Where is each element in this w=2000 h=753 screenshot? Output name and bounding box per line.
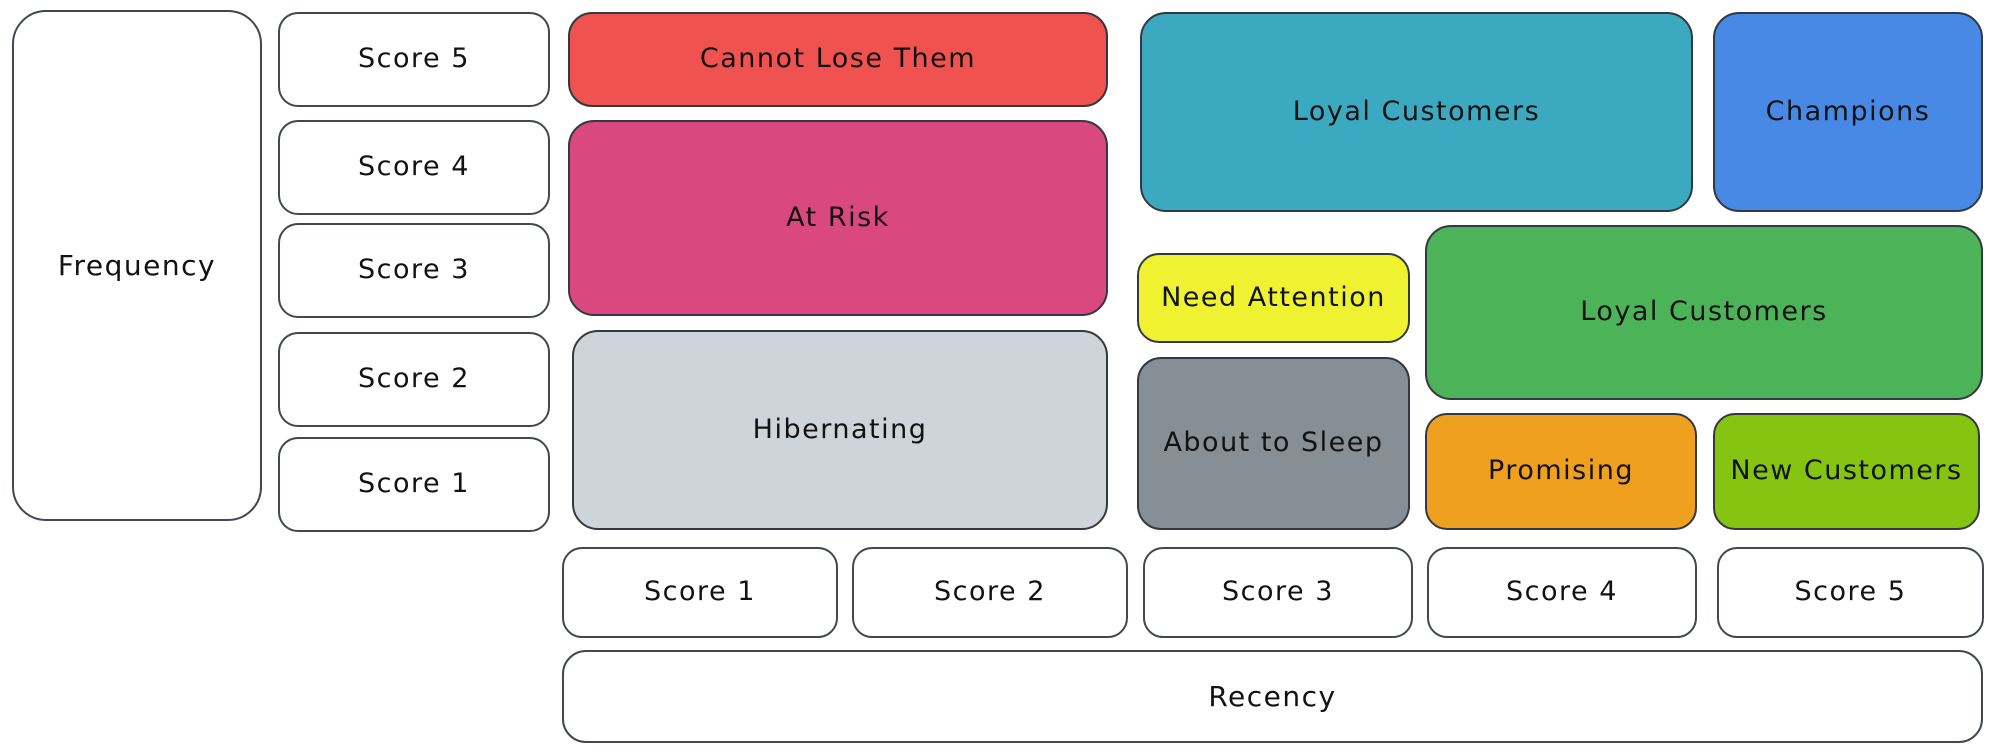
segment-hibernating-label: Hibernating [752,413,928,445]
frequency-axis-label-box: Frequency [12,10,262,521]
frequency-score-3-label: Score 3 [358,254,470,286]
frequency-score-4-box: Score 4 [278,120,550,215]
recency-score-4-box: Score 4 [1427,547,1697,638]
recency-score-4-label: Score 4 [1506,576,1618,608]
segment-hibernating: Hibernating [572,330,1108,530]
recency-score-2-box: Score 2 [852,547,1128,638]
segment-at-risk: At Risk [568,120,1108,316]
frequency-axis-label: Frequency [57,248,217,282]
segment-about-to-sleep-label: About to Sleep [1163,427,1384,459]
recency-axis-label-box: Recency [562,650,1983,743]
segment-loyal-customers-lower-label: Loyal Customers [1580,296,1828,328]
recency-score-2-label: Score 2 [934,576,1046,608]
segment-promising: Promising [1425,413,1697,530]
recency-score-3-label: Score 3 [1222,576,1334,608]
segment-new-customers-label: New Customers [1730,455,1963,487]
segment-at-risk-label: At Risk [786,201,890,233]
frequency-score-4-label: Score 4 [358,151,470,183]
segment-loyal-customers-upper: Loyal Customers [1140,12,1693,212]
frequency-score-1-label: Score 1 [358,468,470,500]
segment-need-attention: Need Attention [1137,253,1410,343]
segment-cannot-lose-them: Cannot Lose Them [568,12,1108,107]
segment-promising-label: Promising [1488,455,1634,487]
frequency-score-3-box: Score 3 [278,223,550,318]
segment-loyal-customers-lower: Loyal Customers [1425,225,1983,400]
recency-score-5-label: Score 5 [1794,576,1907,608]
segment-loyal-customers-upper-label: Loyal Customers [1292,95,1541,127]
frequency-score-1-box: Score 1 [278,437,550,532]
frequency-score-2-box: Score 2 [278,332,550,427]
segment-champions: Champions [1713,12,1983,212]
recency-score-5-box: Score 5 [1717,547,1984,638]
recency-axis-label: Recency [1208,679,1337,713]
recency-score-1-box: Score 1 [562,547,838,638]
segment-cannot-lose-them-label: Cannot Lose Them [699,43,977,75]
frequency-score-5-box: Score 5 [278,12,550,107]
recency-score-1-label: Score 1 [644,576,756,608]
segment-about-to-sleep: About to Sleep [1137,357,1410,530]
recency-score-3-box: Score 3 [1143,547,1413,638]
segment-need-attention-label: Need Attention [1161,281,1386,313]
frequency-score-2-label: Score 2 [358,363,470,395]
segment-champions-label: Champions [1765,95,1931,127]
frequency-score-5-label: Score 5 [358,43,470,75]
segment-new-customers: New Customers [1713,413,1980,530]
